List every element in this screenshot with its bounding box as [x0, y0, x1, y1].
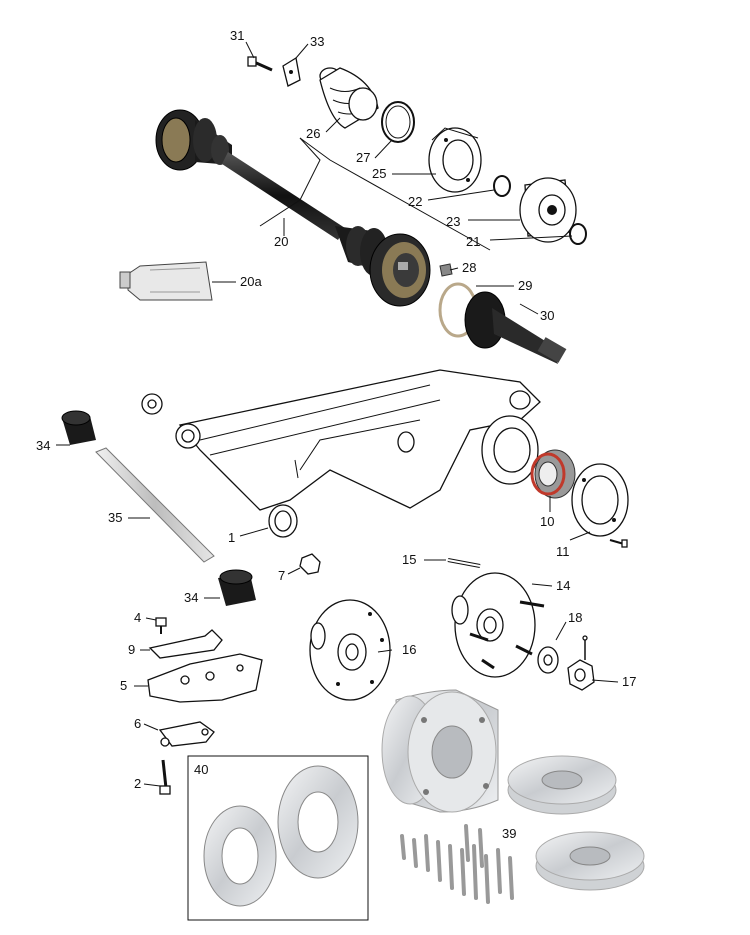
leader-lines [56, 41, 619, 787]
callout-15: 15 [402, 552, 416, 567]
wheel-bearing-10 [530, 449, 576, 499]
callout-40: 40 [194, 762, 208, 777]
tab-6 [158, 721, 215, 747]
bolt [609, 539, 628, 548]
callout-9: 9 [128, 642, 135, 657]
drum-16 [309, 599, 391, 701]
callout-34-bottom: 34 [184, 590, 198, 605]
thin-spacer-box-40 [187, 755, 369, 921]
cv-boot-26 [319, 67, 379, 129]
nut-28 [439, 263, 453, 277]
callout-26: 26 [306, 126, 320, 141]
bracket-5 [147, 653, 263, 703]
callout-14: 14 [556, 578, 570, 593]
callout-20a: 20a [240, 274, 262, 289]
hub-14 [451, 572, 545, 678]
wheel-stud-15 [447, 558, 481, 568]
washer [141, 393, 163, 415]
trailing-arm-1 [175, 369, 541, 538]
callout-5: 5 [120, 678, 127, 693]
spacer-bolts-39 [400, 824, 514, 904]
cotter-pin [582, 635, 588, 660]
grease-tube-20a [119, 261, 213, 301]
pivot-tube-35 [95, 447, 215, 563]
callout-1: 1 [228, 530, 235, 545]
bushing-34-top [61, 410, 96, 445]
callout-39: 39 [502, 826, 516, 841]
wheel-spacer-large [381, 689, 499, 813]
wheel-spacer-bottom-right [535, 831, 645, 891]
callout-20: 20 [274, 234, 288, 249]
callout-29: 29 [518, 278, 532, 293]
flange-25 [428, 127, 482, 193]
callout-2: 2 [134, 776, 141, 791]
callout-35: 35 [108, 510, 122, 525]
callout-10: 10 [540, 514, 554, 529]
ring-21 [569, 223, 587, 245]
bolt-31 [247, 56, 273, 72]
callout-27: 27 [356, 150, 370, 165]
callout-22: 22 [408, 194, 422, 209]
lock-plate-33 [282, 56, 301, 87]
callout-25: 25 [372, 166, 386, 181]
wheel-spacer-top-right [507, 755, 617, 815]
castle-nut-17 [567, 659, 595, 691]
callout-18: 18 [568, 610, 582, 625]
plate-9 [148, 629, 223, 659]
clamp-ring-27 [381, 101, 415, 143]
callout-21: 21 [466, 234, 480, 249]
drive-shaft-20 [155, 109, 431, 307]
bearing-cover-11 [571, 463, 629, 537]
bushing-34-bottom [218, 569, 256, 606]
callout-28: 28 [462, 260, 476, 275]
stub-axle-30 [464, 291, 567, 364]
bolt-2 [159, 759, 171, 795]
callout-17: 17 [622, 674, 636, 689]
callout-31: 31 [230, 28, 244, 43]
callout-16: 16 [402, 642, 416, 657]
washer-18 [537, 646, 559, 674]
callout-34-top: 34 [36, 438, 50, 453]
callout-labels: 31 33 26 27 25 22 23 21 20 20a 28 29 30 … [36, 28, 636, 841]
callout-30: 30 [540, 308, 554, 323]
callout-33: 33 [310, 34, 324, 49]
bolt-4 [155, 617, 167, 634]
callout-6: 6 [134, 716, 141, 731]
cv-joint-23 [519, 177, 577, 243]
callout-4: 4 [134, 610, 141, 625]
callout-11: 11 [556, 544, 570, 559]
callout-7: 7 [278, 568, 285, 583]
callout-23: 23 [446, 214, 460, 229]
circlip-22 [493, 175, 511, 197]
nut-7 [299, 553, 321, 575]
